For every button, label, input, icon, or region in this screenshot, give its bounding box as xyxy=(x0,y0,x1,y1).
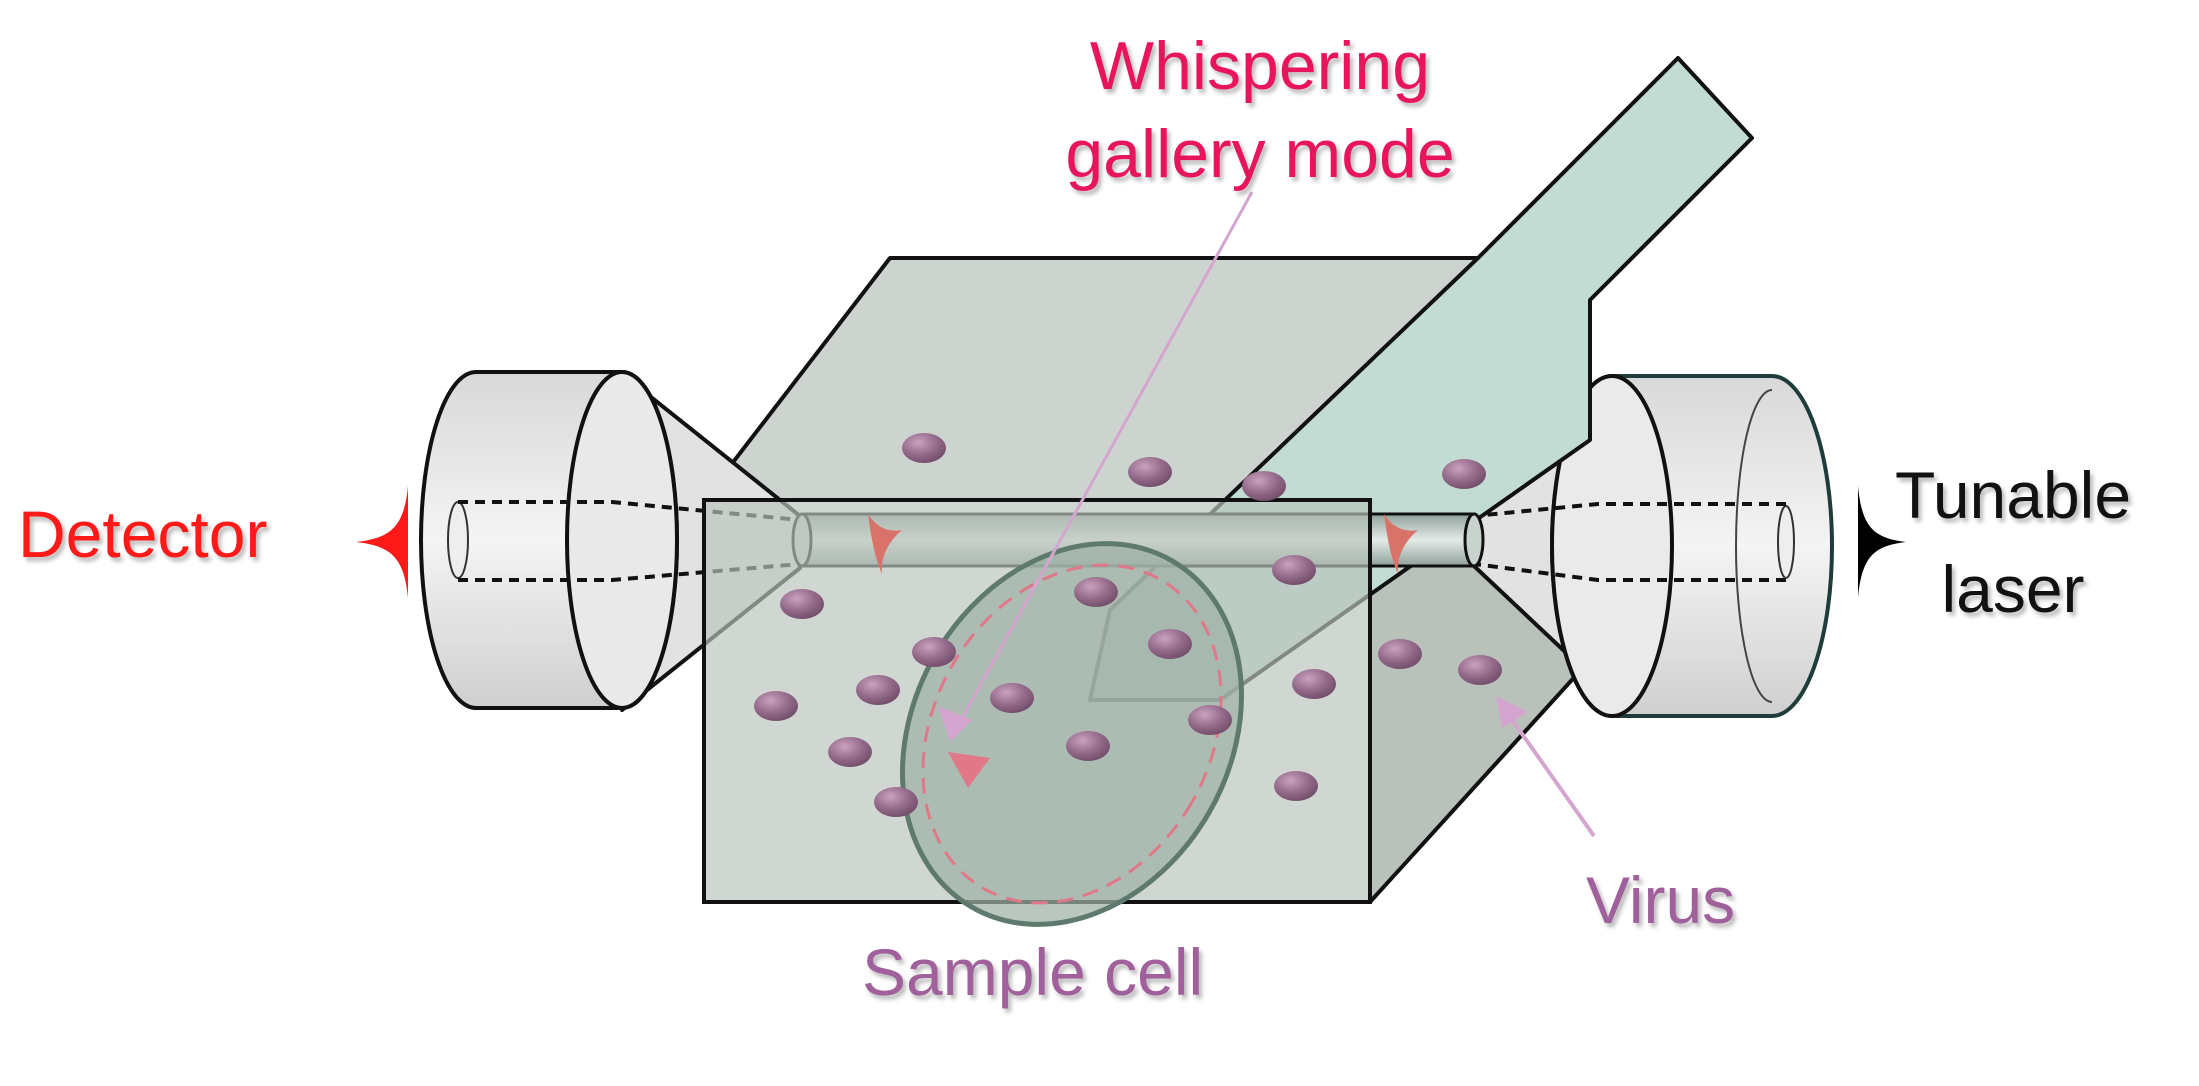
detector-cylinder-front xyxy=(565,370,679,710)
detector-fiber-assembly xyxy=(419,370,802,712)
detector-label: Detector xyxy=(18,497,268,571)
mode-circulation-arrow xyxy=(948,752,990,788)
virus-particle xyxy=(754,691,798,721)
virus-particle xyxy=(1458,655,1502,685)
detector-fiber-core-end xyxy=(447,501,469,579)
laser-cylinder-front xyxy=(1550,374,1674,718)
whispering-gallery-mode-line2: gallery mode xyxy=(1065,116,1455,192)
virus-particle xyxy=(1242,471,1286,501)
coupling-marker-left xyxy=(868,514,902,574)
pointer-whispering-gallery xyxy=(938,191,1254,742)
whispering-gallery-path xyxy=(921,563,1223,905)
virus-particles xyxy=(754,433,1502,817)
virus-particle xyxy=(828,737,872,767)
virus-particle xyxy=(1274,771,1318,801)
virus-particle xyxy=(1128,457,1172,487)
whispering-gallery-mode-line1: Whispering xyxy=(1089,28,1431,104)
virus-particle xyxy=(874,787,918,817)
tapered-fiber-end-right xyxy=(1463,512,1485,568)
laser-fiber-core-end xyxy=(1777,505,1795,579)
laser-cylinder-inner-rim xyxy=(1735,389,1773,703)
virus-particle xyxy=(990,683,1034,713)
coupling-marker-right xyxy=(1384,514,1418,574)
virus-particle xyxy=(1074,577,1118,607)
black-pulse-icon xyxy=(1858,486,1906,598)
virus-particle xyxy=(1272,555,1316,585)
virus-label: Virus xyxy=(1586,863,1736,937)
virus-particle xyxy=(856,675,900,705)
laser-fiber-core-dashed xyxy=(1473,502,1786,582)
tunable-laser-line2: laser xyxy=(1941,552,2085,626)
virus-particle xyxy=(1442,459,1486,489)
virus-particle xyxy=(902,433,946,463)
tunable-laser-label: Tunable laser xyxy=(1848,448,2178,636)
tunable-laser-line1: Tunable xyxy=(1894,458,2132,532)
virus-particle xyxy=(780,589,824,619)
virus-particle xyxy=(1066,731,1110,761)
whispering-gallery-mode-label: Whispering gallery mode xyxy=(980,22,1540,198)
virus-particle xyxy=(1378,639,1422,669)
sample-cell-label: Sample cell xyxy=(862,935,1204,1009)
red-pulse-icon xyxy=(356,486,408,598)
virus-particle xyxy=(912,637,956,667)
virus-particle xyxy=(1188,705,1232,735)
virus-particle xyxy=(1148,629,1192,659)
virus-particle xyxy=(1292,669,1336,699)
pointer-virus xyxy=(1496,696,1596,838)
